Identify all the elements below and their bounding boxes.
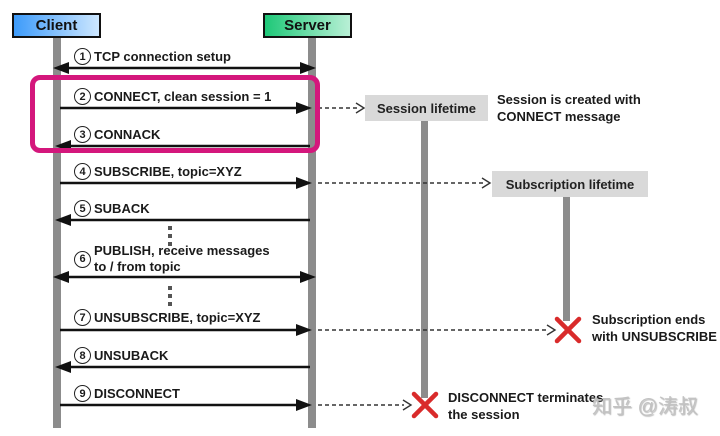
step-number-badge: 8 xyxy=(74,347,91,364)
message-label: UNSUBSCRIBE, topic=XYZ xyxy=(94,310,261,325)
subscription-lifetime-bar xyxy=(563,197,570,321)
client-lifeline xyxy=(53,36,61,428)
arrow-suback xyxy=(55,214,310,226)
dashed-arrow-disconnect-end xyxy=(318,399,413,411)
session-lifetime-bar xyxy=(421,120,428,398)
arrow-unsuback xyxy=(55,361,310,373)
arrow-publish xyxy=(53,271,316,283)
message-label-line1: PUBLISH, receive messages xyxy=(94,243,270,258)
message-subscribe: 4 SUBSCRIBE, topic=XYZ xyxy=(74,163,242,180)
step-number-badge: 7 xyxy=(74,309,91,326)
annotation-subscription-ends: Subscription ends with UNSUBSCRIBE xyxy=(592,311,717,345)
step-number-badge: 9 xyxy=(74,385,91,402)
arrow-unsubscribe xyxy=(60,324,312,336)
message-label: DISCONNECT xyxy=(94,386,180,401)
message-label: CONNACK xyxy=(94,127,161,142)
message-label: SUBSCRIBE, topic=XYZ xyxy=(94,164,242,179)
message-connack: 3 CONNACK xyxy=(74,126,160,143)
arrow-subscribe xyxy=(60,177,312,189)
session-end-x-icon xyxy=(411,391,439,419)
message-label: UNSUBACK xyxy=(94,348,169,363)
annotation-line2: with UNSUBSCRIBE xyxy=(592,329,717,344)
arrow-connect xyxy=(60,102,312,114)
arrow-tcp-setup xyxy=(53,62,316,74)
step-number-badge: 1 xyxy=(74,48,91,65)
dashed-arrow-unsubscribe-end xyxy=(318,324,557,336)
server-label: Server xyxy=(284,17,331,34)
watermark-text: 知乎 @涛叔 xyxy=(592,396,698,418)
annotation-line1: DISCONNECT terminates xyxy=(448,390,604,405)
message-label: SUBACK xyxy=(94,201,150,216)
dashed-arrow-subscription xyxy=(318,177,492,189)
step-number-badge: 6 xyxy=(74,250,91,268)
client-participant-box: Client xyxy=(12,13,101,38)
connect-highlight-box xyxy=(30,75,320,153)
message-publish: 6 PUBLISH, receive messages to / from to… xyxy=(74,243,270,275)
server-participant-box: Server xyxy=(263,13,352,38)
message-suback: 5 SUBACK xyxy=(74,200,150,217)
annotation-line2: CONNECT message xyxy=(497,109,621,124)
step-number-badge: 3 xyxy=(74,126,91,143)
arrow-disconnect xyxy=(60,399,312,411)
client-label: Client xyxy=(35,17,78,34)
annotation-line1: Subscription ends xyxy=(592,312,706,327)
message-label: CONNECT, clean session = 1 xyxy=(94,89,272,104)
step-number-badge: 4 xyxy=(74,163,91,180)
message-unsubscribe: 7 UNSUBSCRIBE, topic=XYZ xyxy=(74,309,261,326)
step-number-badge: 2 xyxy=(74,88,91,105)
annotation-line1: Session is created with xyxy=(497,92,641,107)
message-unsuback: 8 UNSUBACK xyxy=(74,347,168,364)
message-label: PUBLISH, receive messages to / from topi… xyxy=(94,243,270,275)
dashed-arrow-session xyxy=(318,102,366,114)
message-connect: 2 CONNECT, clean session = 1 xyxy=(74,88,271,105)
message-label: TCP connection setup xyxy=(94,49,231,64)
subscription-lifetime-label: Subscription lifetime xyxy=(492,171,648,197)
server-lifeline xyxy=(308,36,316,428)
message-label-line2: to / from topic xyxy=(94,259,181,274)
message-disconnect: 9 DISCONNECT xyxy=(74,385,180,402)
annotation-disconnect: DISCONNECT terminates the session xyxy=(448,389,603,423)
step-number-badge: 5 xyxy=(74,200,91,217)
annotation-session-created: Session is created with CONNECT message xyxy=(497,91,641,125)
subscription-end-x-icon xyxy=(554,316,582,344)
annotation-line2: the session xyxy=(448,407,520,422)
session-lifetime-label: Session lifetime xyxy=(365,95,488,121)
message-tcp-setup: 1 TCP connection setup xyxy=(74,48,231,65)
